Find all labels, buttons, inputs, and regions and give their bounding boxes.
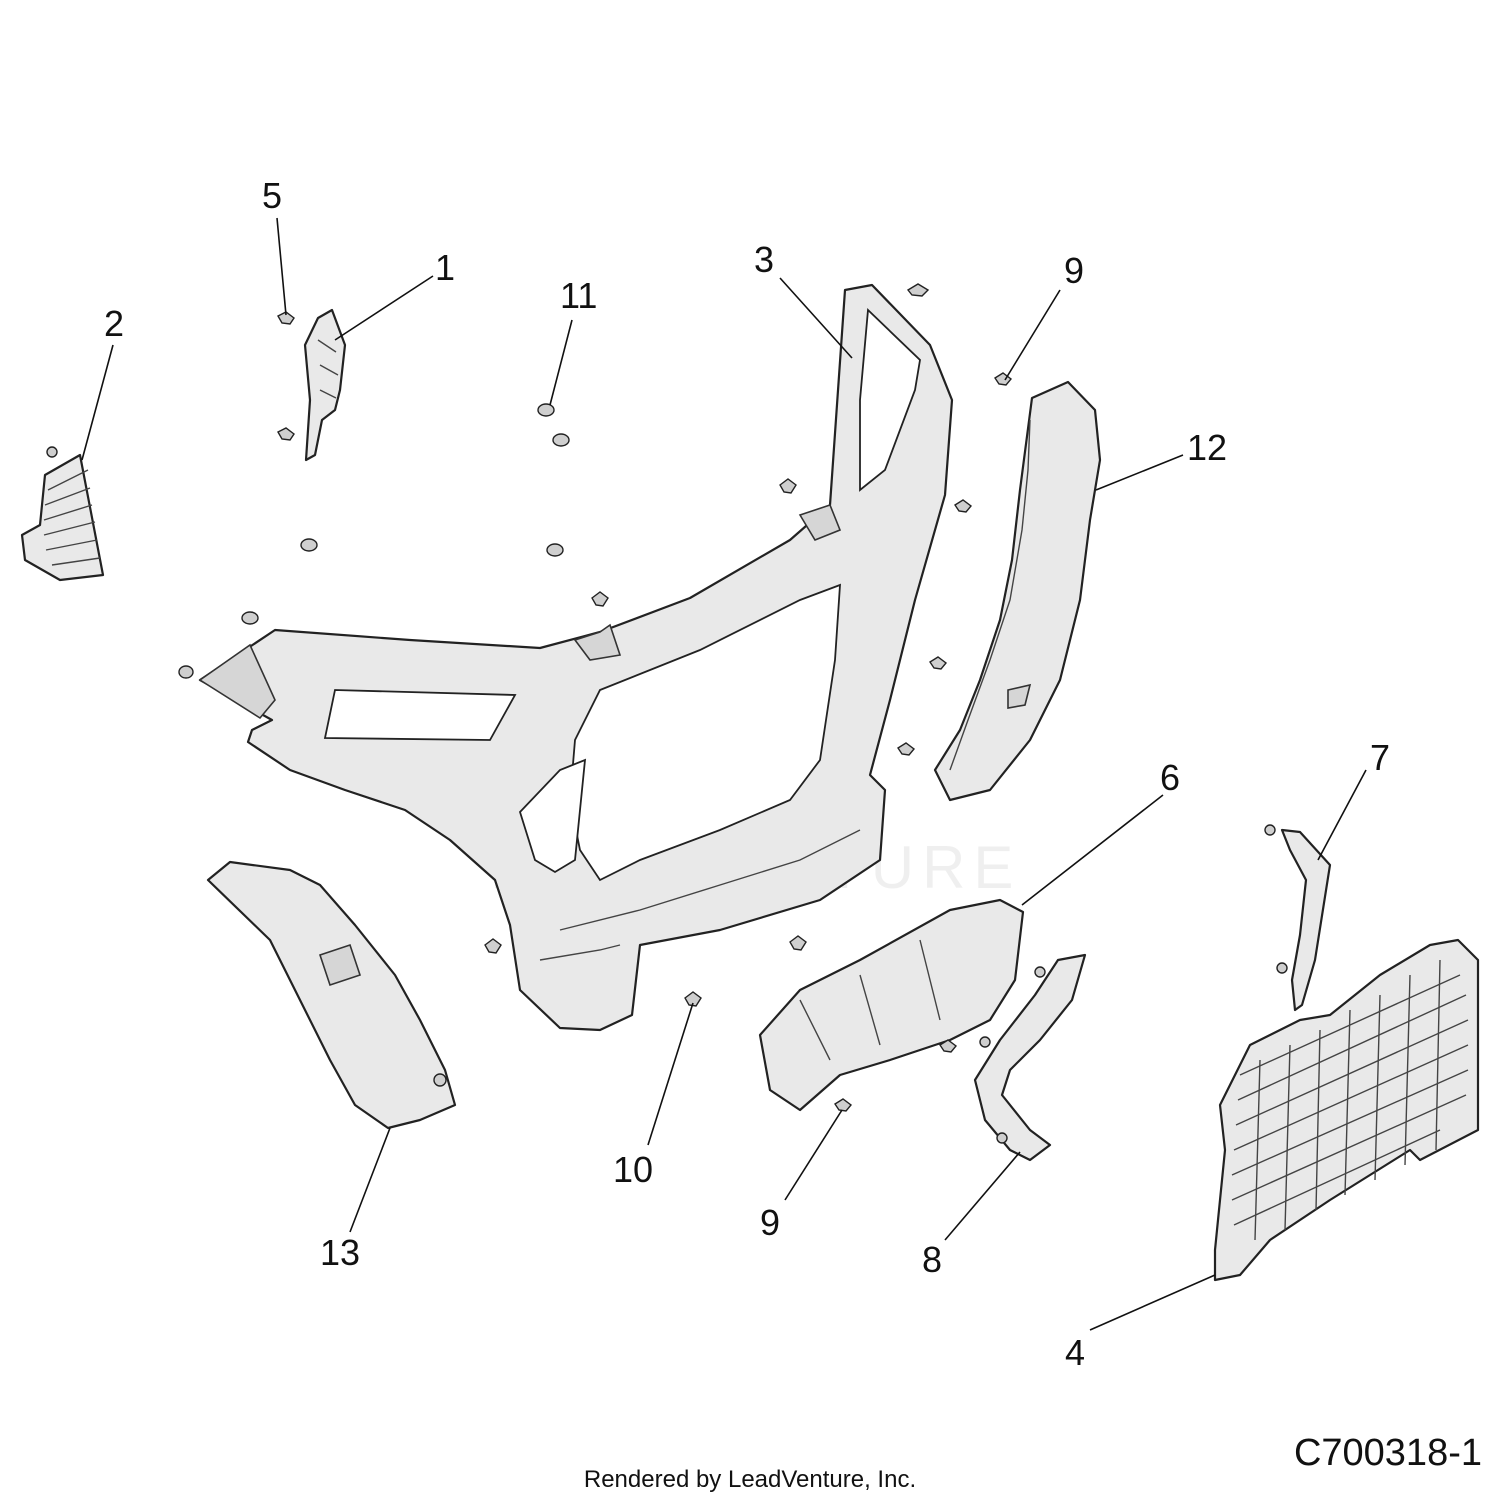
callout-5: 5	[262, 175, 282, 216]
callout-8: 8	[922, 1239, 942, 1280]
part-left-panel[interactable]	[206, 860, 457, 1130]
part-bracket[interactable]	[303, 308, 347, 462]
part-front-bumper[interactable]	[198, 283, 954, 1032]
callout-1: 1	[435, 247, 455, 288]
callout-7: 7	[1370, 737, 1390, 778]
callout-labels: 5 1 2 11 3 9 12 6 7 13 10 9 8 4	[104, 175, 1390, 1373]
callout-4: 4	[1065, 1332, 1085, 1373]
leader-lines	[81, 217, 1367, 1331]
screw-group-5	[277, 311, 295, 441]
callout-3: 3	[754, 239, 774, 280]
grommet-group-11	[178, 403, 570, 679]
screw-group-bumper	[484, 283, 973, 954]
callout-6: 6	[1160, 757, 1180, 798]
part-side-vent[interactable]	[20, 446, 105, 582]
render-credit: Rendered by LeadVenture, Inc.	[583, 1466, 917, 1493]
screw-group-6	[939, 1039, 958, 1053]
callout-12: 12	[1187, 427, 1227, 468]
callout-13: 13	[320, 1232, 360, 1273]
callout-9-upper: 9	[1064, 250, 1084, 291]
callout-2: 2	[104, 303, 124, 344]
part-trim-7[interactable]	[1264, 824, 1332, 1012]
screw-9-lower	[834, 1098, 853, 1112]
screw-10	[684, 991, 702, 1007]
callout-11: 11	[560, 275, 597, 316]
part-right-panel[interactable]	[933, 380, 1102, 802]
diagram-code: C700318-1	[1293, 1432, 1482, 1474]
part-lower-deflector[interactable]	[758, 898, 1025, 1112]
callout-10: 10	[613, 1149, 653, 1190]
callout-9-lower: 9	[760, 1202, 780, 1243]
part-trim-8[interactable]	[973, 953, 1087, 1162]
part-grille[interactable]	[1213, 938, 1480, 1282]
